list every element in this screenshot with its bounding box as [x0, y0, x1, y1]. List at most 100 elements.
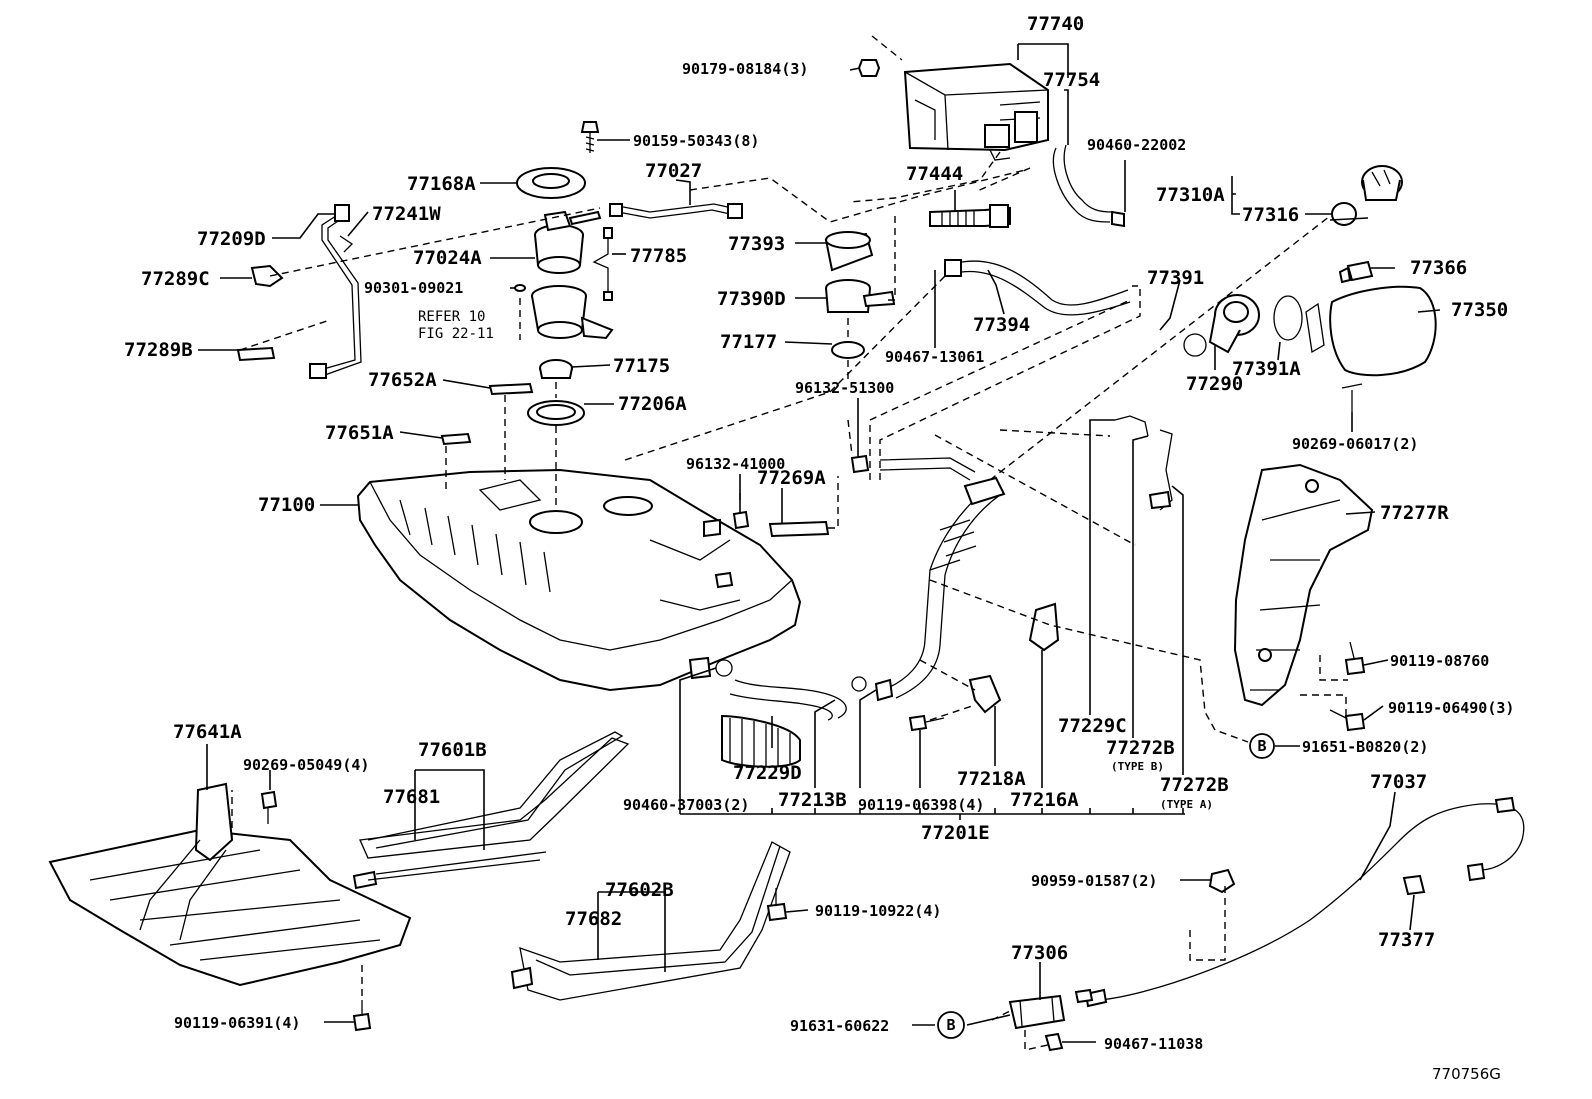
pad-77651a-drawing [440, 432, 472, 446]
band-77272b-drawing [1114, 415, 1173, 511]
label-77218a: 77218A [957, 768, 1026, 790]
label-77024a: 77024A [413, 247, 482, 269]
grommet-77177-drawing [831, 341, 865, 359]
clamp-96132-51300-drawing [850, 454, 870, 474]
label-77390d: 77390D [717, 288, 786, 310]
label-77391a: 77391A [1232, 358, 1301, 380]
wire-77785-drawing [592, 232, 609, 296]
label-77229d: 77229D [733, 762, 802, 784]
label-77209d: 77209D [197, 228, 266, 250]
label-77681: 77681 [383, 786, 440, 808]
label-77601b: 77601B [418, 739, 487, 761]
lock-77306-drawing [1008, 988, 1094, 1030]
nut-90179-drawing [857, 59, 881, 77]
label-77310a: 77310A [1156, 184, 1225, 206]
protector-77277r-drawing [1233, 463, 1374, 707]
label-77652a: 77652A [368, 369, 437, 391]
label-90301-09021: 90301-09021 [364, 279, 463, 297]
label-77651a: 77651A [325, 422, 394, 444]
marker-b-2: B [937, 1011, 965, 1039]
filler-inlet-77290-drawing [1208, 294, 1260, 354]
label-77177: 77177 [720, 331, 777, 353]
label-77269a: 77269A [757, 467, 826, 489]
valve-77390d-drawing [825, 279, 896, 313]
label-77206a: 77206A [618, 393, 687, 415]
o-ring-77391-drawing [1183, 333, 1207, 357]
label-77377: 77377 [1378, 929, 1435, 951]
label-90159-50343: 90159-50343(8) [633, 132, 759, 150]
retainer-77175-drawing [539, 359, 573, 379]
label-90119-06398: 90119-06398(4) [858, 796, 984, 814]
label-77201e: 77201E [921, 822, 990, 844]
label-96132-41000: 96132-41000 [686, 455, 785, 473]
clamp-77241w-drawing [339, 235, 354, 253]
label-type-a: (TYPE A) [1160, 798, 1213, 811]
label-77272b-type-a: 77272B [1160, 774, 1229, 796]
label-77100: 77100 [258, 494, 315, 516]
clip-77289c-drawing [250, 264, 284, 288]
label-77168a: 77168A [407, 173, 476, 195]
bolt-90119-06391-drawing [352, 1000, 372, 1032]
screw-90159-drawing [580, 121, 600, 153]
label-90269-06017: 90269-06017(2) [1292, 435, 1418, 453]
label-77754: 77754 [1043, 69, 1100, 91]
label-96132-51300: 96132-51300 [795, 379, 894, 397]
gasket-77206a-drawing [527, 400, 585, 426]
label-90269-05049: 90269-05049(4) [243, 756, 369, 774]
label-77290: 77290 [1186, 373, 1243, 395]
band-77601b-drawing [352, 731, 630, 890]
label-77366: 77366 [1410, 257, 1467, 279]
label-77241w: 77241W [372, 203, 441, 225]
label-90460-22002: 90460-22002 [1087, 136, 1186, 154]
hose-77269a-drawing [768, 520, 830, 538]
svg-text:B: B [946, 1016, 955, 1034]
wire-77209d-drawing [309, 204, 362, 379]
part-number-labels: 77740 77754 90179-08184(3) 90159-50343(8… [124, 13, 1514, 1083]
label-90119-08760: 90119-08760 [1390, 652, 1489, 670]
label-77216a: 77216A [1010, 789, 1079, 811]
label-77289c: 77289C [141, 268, 210, 290]
label-90959-01587: 90959-01587(2) [1031, 872, 1157, 890]
label-77175: 77175 [613, 355, 670, 377]
bracket-77218a-drawing [968, 674, 1002, 714]
refer-label-line-1: REFER 10 [418, 309, 485, 325]
screw-90467-11038-drawing [1044, 1032, 1064, 1052]
label-90467-11038: 90467-11038 [1104, 1035, 1203, 1053]
label-77277r: 77277R [1380, 502, 1449, 524]
label-90179-08184: 90179-08184(3) [682, 60, 808, 78]
label-77229c: 77229C [1058, 715, 1127, 737]
label-90119-06490: 90119-06490(3) [1388, 699, 1514, 717]
hose-77754-drawing [1052, 144, 1113, 223]
label-77213b: 77213B [778, 789, 847, 811]
charcoal-canister-drawing [903, 62, 1049, 161]
svg-text:B: B [1257, 737, 1266, 755]
label-77272b-type-b: 77272B [1106, 737, 1175, 759]
label-77785: 77785 [630, 245, 687, 267]
fuel-tank-77100-drawing [356, 468, 802, 692]
label-77289b: 77289B [124, 339, 193, 361]
bolt-90119-06490-drawing [1329, 709, 1366, 732]
clip-77377-drawing [1402, 874, 1426, 896]
fuel-door-77350-drawing [1305, 285, 1437, 377]
label-77394: 77394 [973, 314, 1030, 336]
label-77350: 77350 [1451, 299, 1508, 321]
pad-77652a-drawing [488, 382, 534, 396]
label-77740: 77740 [1027, 13, 1084, 35]
bolt-90269-05049-drawing [260, 790, 278, 824]
leader-lines [198, 43, 1441, 1043]
label-90460-37003: 90460-37003(2) [623, 796, 749, 814]
label-77444: 77444 [906, 163, 963, 185]
label-90119-10922: 90119-10922(4) [815, 902, 941, 920]
clamp-90460-37003-drawing [715, 659, 867, 692]
label-77641a: 77641A [173, 721, 242, 743]
hose-77444-drawing [929, 204, 1011, 228]
label-91631-60622: 91631-60622 [790, 1017, 889, 1035]
o-ring-77391a-drawing [1273, 295, 1303, 341]
pipe-77027-drawing [609, 203, 743, 219]
cable-77037-drawing [1084, 796, 1525, 1008]
label-90467-13061: 90467-13061 [885, 348, 984, 366]
label-77037: 77037 [1370, 771, 1427, 793]
marker-b-1: B [1249, 733, 1275, 759]
hose-77229d-drawing [721, 714, 801, 768]
